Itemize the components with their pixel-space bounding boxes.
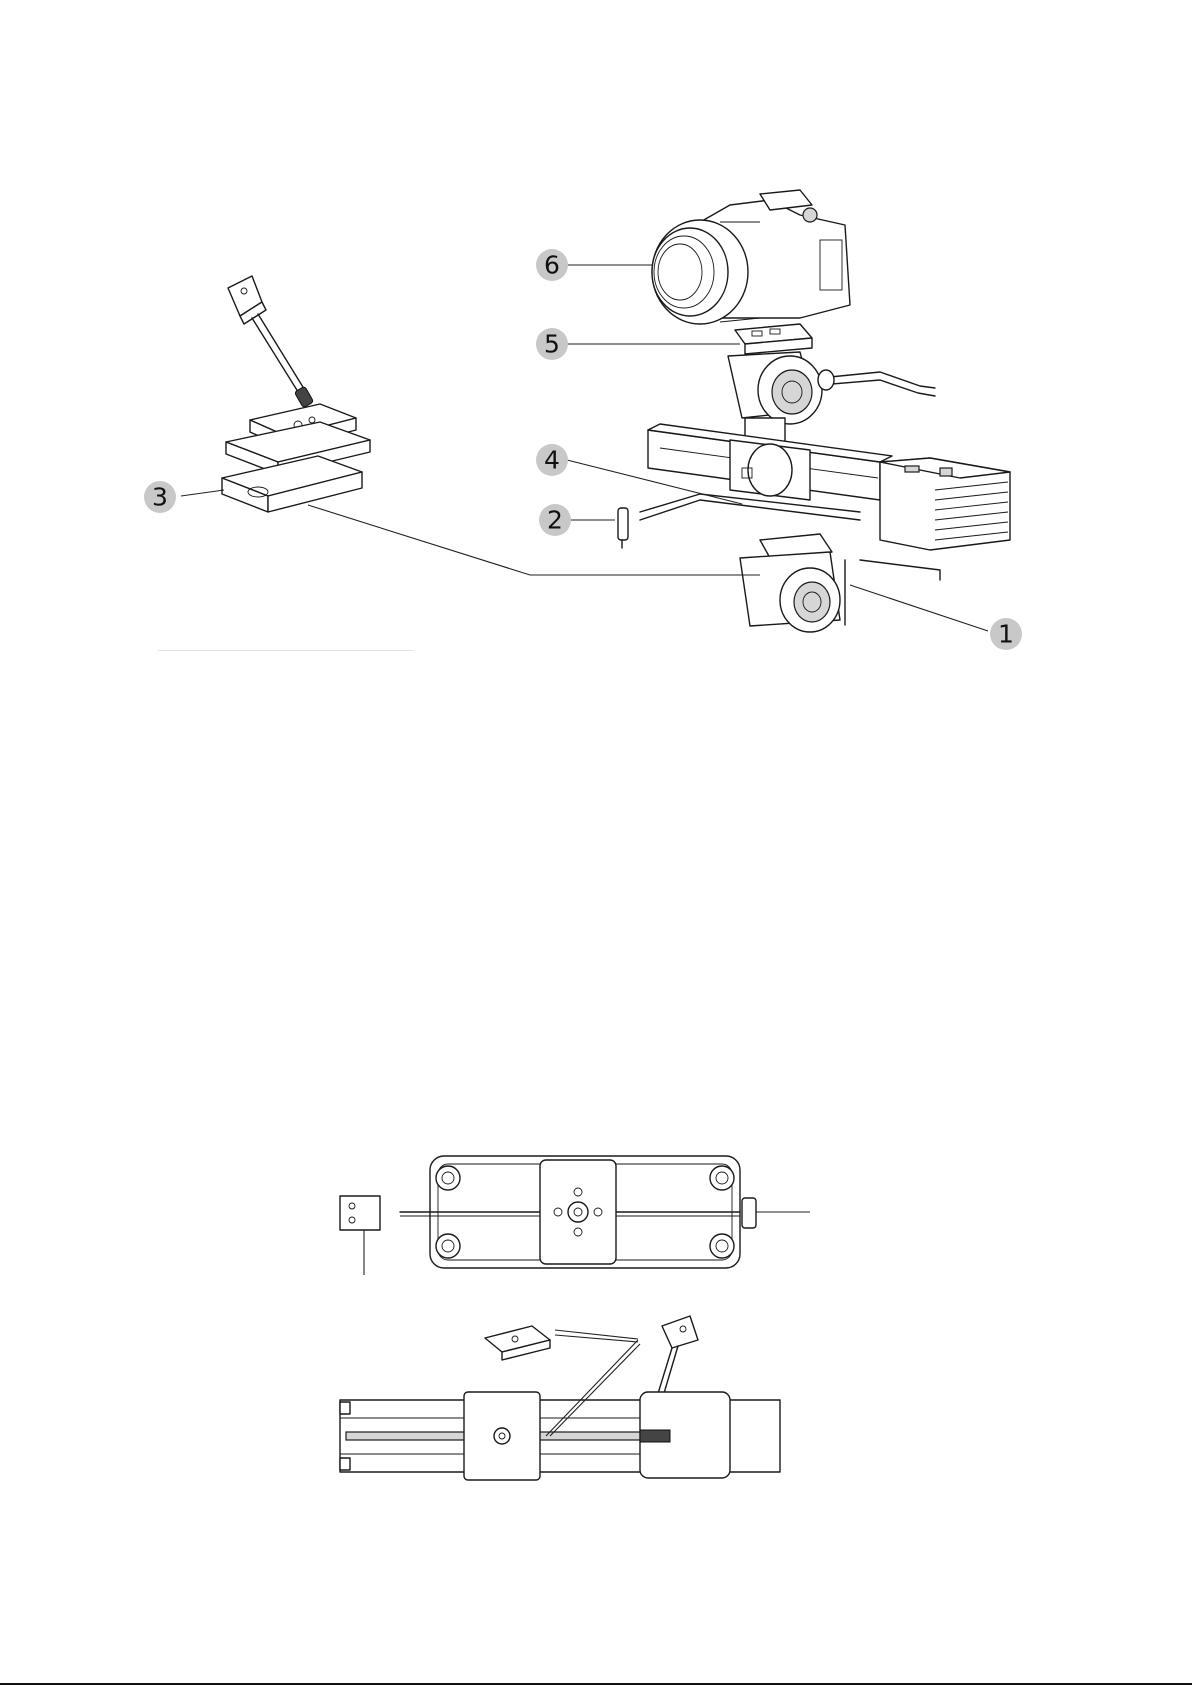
slider-views-svg [340, 1140, 860, 1490]
callout-label-3: 3 [152, 483, 168, 512]
faint-divider [158, 650, 413, 651]
callout-label-1: 1 [998, 620, 1014, 649]
camera-plate [735, 324, 812, 354]
quick-release-plate-assembly [222, 276, 370, 512]
hex-key-icon [656, 1316, 698, 1400]
plate-to-head-leader [308, 505, 760, 575]
callout-1: 1 [850, 585, 1022, 650]
slider-rail [648, 424, 1010, 550]
callout-6: 6 [536, 249, 652, 281]
assembly-diagram-svg: 6 5 4 2 3 [0, 0, 1192, 680]
upper-fluid-head [728, 352, 935, 442]
callout-3: 3 [144, 481, 224, 513]
corner-knob-icon [436, 1166, 460, 1190]
callout-5: 5 [536, 328, 740, 360]
callout-2: 2 [539, 504, 615, 536]
assembly-diagram: 6 5 4 2 3 [0, 0, 1192, 680]
base-head [740, 534, 940, 632]
slider-views-diagram [340, 1140, 860, 1490]
camera [652, 190, 850, 324]
slider-top-view [340, 1156, 810, 1275]
callout-label-2: 2 [547, 506, 563, 535]
callout-label-5: 5 [544, 330, 560, 359]
callout-label-4: 4 [544, 446, 560, 475]
quick-release-plate-small [485, 1326, 550, 1360]
hex-key-icon [228, 276, 314, 408]
slider-side-view [340, 1340, 780, 1480]
callout-label-6: 6 [544, 251, 560, 280]
